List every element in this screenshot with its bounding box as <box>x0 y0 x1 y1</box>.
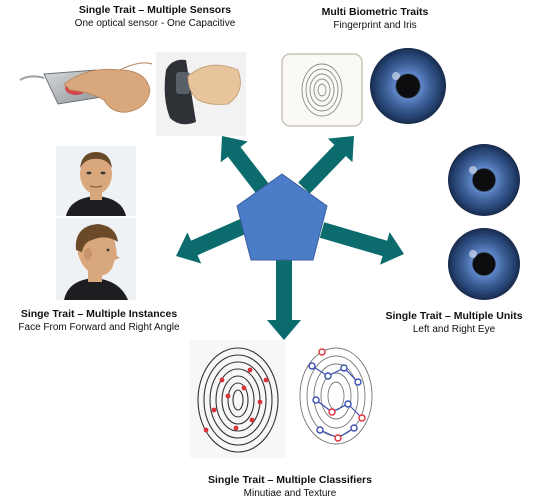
optical-sensor-image <box>20 63 152 112</box>
iris-image-left-eye <box>448 144 520 216</box>
arrow-to-units <box>320 222 404 264</box>
texture-fingerprint-image <box>292 340 378 452</box>
arrow-to-sensors <box>221 136 269 193</box>
arrow-to-multi-traits <box>298 136 354 194</box>
arrow-to-instances <box>176 219 247 264</box>
capacitive-sensor-image <box>156 52 246 136</box>
fingerprint-card-image <box>282 54 362 126</box>
iris-image-top <box>370 48 446 124</box>
iris-image-right-eye <box>448 228 520 300</box>
arrow-to-classifiers <box>267 258 301 340</box>
minutiae-fingerprint-image <box>190 340 286 458</box>
